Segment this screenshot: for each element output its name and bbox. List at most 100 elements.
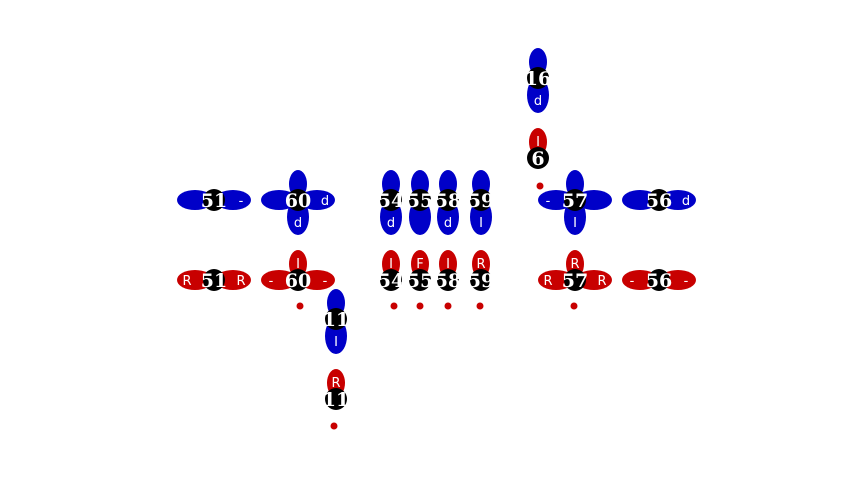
glyph-blue-56: d56	[622, 189, 696, 212]
glyph-label: 16	[525, 68, 551, 90]
glyph-label: 56	[646, 190, 672, 212]
lobe-left	[538, 190, 574, 210]
marker-circle	[287, 269, 309, 291]
glyph-red-58: I58	[435, 250, 461, 292]
red-dot	[444, 302, 452, 310]
red-dot	[390, 302, 398, 310]
marker-circle	[648, 189, 670, 211]
lobe-left	[177, 190, 213, 210]
marker-circle	[203, 269, 225, 291]
lobe-left	[622, 270, 658, 290]
marker-circle	[380, 189, 402, 211]
marker-circle	[325, 388, 347, 410]
glyph-label: 58	[435, 190, 461, 212]
lobe-letter-right: -	[323, 274, 328, 289]
glyph-red-6: I6	[527, 128, 549, 170]
glyph-label: 55	[407, 270, 433, 292]
lobe-letter-down: d	[534, 94, 542, 109]
red-dot	[476, 302, 484, 310]
lobe-letter-up: I	[389, 257, 393, 272]
red-dot	[536, 182, 544, 190]
lobe-letter-down: d	[294, 216, 302, 231]
marker-circle	[203, 189, 225, 211]
lobe-letter-right: R	[236, 274, 245, 289]
marker-circle	[409, 269, 431, 291]
glyph-label: 51	[201, 190, 227, 212]
marker-circle	[564, 269, 586, 291]
lobe-letter-down: d	[387, 216, 395, 231]
lobe-letter-left: -	[630, 274, 635, 289]
glyph-label: 51	[201, 270, 227, 292]
glyph-blue-16: d 16	[525, 48, 551, 113]
lobe-left	[261, 270, 297, 290]
glyph-red-60: - - I60	[261, 250, 335, 292]
glyph-label: 11	[323, 309, 349, 331]
red-dot	[296, 302, 304, 310]
glyph-blue-51: -51	[177, 189, 251, 212]
lobe-letter-up: R	[476, 257, 485, 272]
lobe-letter-down: d	[444, 216, 452, 231]
lobe-left	[261, 190, 297, 210]
lobe-left	[622, 190, 658, 210]
lobe-letter-up: R	[331, 376, 340, 391]
marker-circle	[437, 189, 459, 211]
lobe-right	[299, 270, 335, 290]
lobe-letter-left: -	[269, 274, 274, 289]
lobe-letter-down: I	[479, 216, 483, 231]
glyph-blue-11: I11	[323, 289, 349, 354]
marker-circle	[648, 269, 670, 291]
lobe-letter-right: -	[239, 194, 244, 209]
glyph-blue-54: d 54	[378, 170, 404, 235]
marker-circle	[527, 67, 549, 89]
marker-circle	[325, 308, 347, 330]
lobe-right	[576, 270, 612, 290]
lobe-right	[215, 270, 251, 290]
glyph-blue-59: I 59	[468, 170, 494, 235]
glyph-label: 56	[646, 270, 672, 292]
glyph-label: 55	[407, 190, 433, 212]
lobe-letter-up: I	[446, 257, 450, 272]
marker-circle	[437, 269, 459, 291]
red-dot	[570, 302, 578, 310]
lobe-letter-down: I	[573, 216, 577, 231]
lobe-letter-up: F	[416, 257, 423, 272]
lobe-letter-right: -	[684, 274, 689, 289]
lobe-letter-up: I	[536, 135, 540, 150]
lobe-right	[299, 190, 335, 210]
glyph-label: 59	[468, 190, 494, 212]
glyph-red-54: I54	[378, 250, 404, 292]
marker-circle	[527, 147, 549, 169]
lobe-letter-right: d	[321, 194, 329, 209]
lobe-right	[660, 270, 696, 290]
marker-circle	[564, 189, 586, 211]
glyph-label: 58	[435, 270, 461, 292]
glyph-red-56: - -56	[622, 269, 696, 292]
glyph-red-11: R11	[323, 369, 349, 411]
glyph-blue-57: -I57	[538, 170, 612, 235]
lobe-left	[177, 270, 213, 290]
glyph-red-55: F55	[407, 250, 433, 292]
glyph-label: 54	[378, 270, 404, 292]
red-dot	[416, 302, 424, 310]
glyph-label: 60	[285, 270, 311, 292]
glyph-label: 11	[323, 389, 349, 411]
glyph-blue-55: 55	[407, 170, 433, 235]
glyph-label: 6	[531, 148, 544, 170]
glyph-label: 54	[378, 190, 404, 212]
red-dot	[330, 422, 338, 430]
lobe-letter-left: R	[182, 274, 191, 289]
lobe-right	[576, 190, 612, 210]
glyph-label: 59	[468, 270, 494, 292]
glyph-blue-58: d 58	[435, 170, 461, 235]
glyph-red-51: R R 51	[177, 269, 251, 292]
marker-circle	[470, 189, 492, 211]
lobe-letter-left: -	[546, 194, 551, 209]
lobe-left	[538, 270, 574, 290]
lobe-letter-up: I	[296, 257, 300, 272]
marker-circle	[470, 269, 492, 291]
lobe-right	[215, 190, 251, 210]
marker-circle	[287, 189, 309, 211]
